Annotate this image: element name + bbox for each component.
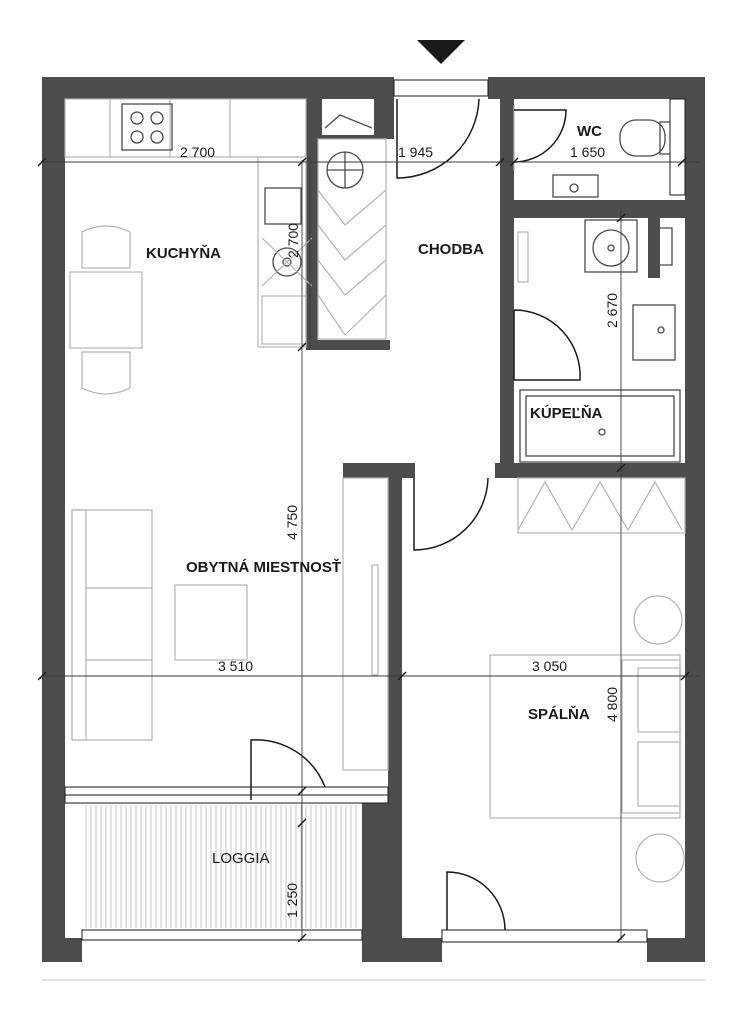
cooktop (121, 103, 173, 151)
outer-wall-bottom-left (42, 938, 82, 962)
bathroom-door (513, 309, 581, 381)
kitchen-counter (64, 98, 307, 158)
chair-top (81, 225, 131, 269)
kitchen-sink (264, 187, 302, 225)
hall-wardrobe (317, 138, 387, 340)
room-label-living: OBYTNÁ MIESTNOSŤ (186, 558, 341, 576)
coffee-table (174, 584, 248, 661)
fridge (261, 295, 307, 345)
toilet (619, 119, 666, 157)
entrance-arrow-icon (417, 40, 465, 64)
sofa (71, 509, 153, 741)
dim-living-depth: 4 750 (284, 505, 300, 540)
dim-bath-depth: 2 670 (604, 293, 620, 328)
double-bed (489, 654, 681, 819)
entrance-door-frame (393, 79, 489, 97)
room-label-kitchen: KUCHYŇA (146, 244, 221, 262)
wall-closet-left (306, 99, 318, 349)
loggia-decking (85, 805, 357, 928)
entrance-door (396, 98, 480, 179)
dim-kitchen-width: 2 700 (180, 144, 215, 160)
tv-unit (342, 477, 389, 771)
doors (250, 98, 581, 931)
outer-wall-right (685, 77, 705, 962)
wall-shaft (648, 218, 660, 278)
kitchen-furniture (64, 98, 313, 395)
wc-window (669, 98, 686, 196)
bedroom-window-frame (441, 929, 648, 943)
room-label-bedroom: SPÁLŇA (528, 705, 590, 723)
dim-bedroom-depth: 4 800 (604, 687, 620, 722)
bathroom-furniture (517, 219, 681, 463)
shaft-opening (322, 99, 374, 135)
dimension-labels: 2 700 1 945 1 650 2 700 2 670 4 750 3 51… (180, 144, 620, 918)
chair-bottom (81, 351, 131, 395)
walls (42, 77, 705, 962)
bedroom-wardrobe (517, 477, 686, 534)
dim-bedroom-width: 3 050 (532, 658, 567, 674)
wc-furniture (513, 105, 671, 198)
wc-basin (552, 174, 599, 198)
room-labels: KUCHYŇA CHODBA WC KÚPEĽŇA OBYTNÁ MIESTNO… (146, 123, 603, 867)
wall-wc-bath (500, 200, 695, 218)
dim-kitchen-depth: 2 700 (285, 223, 301, 258)
wall-bath-bottom (495, 463, 695, 478)
wall-closet-bottom (306, 340, 390, 350)
bedroom-armchair-bottom (635, 833, 685, 883)
wall-hall-right (500, 99, 514, 477)
bedroom-furniture (489, 477, 686, 883)
dim-hall-width: 1 945 (398, 144, 433, 160)
outer-wall-left (42, 77, 65, 962)
dim-loggia-depth: 1 250 (284, 883, 300, 918)
washing-machine (632, 304, 676, 361)
wall-bedroom-left (388, 465, 402, 962)
wall-living-bedroom (343, 463, 415, 478)
loggia-railing (81, 929, 363, 941)
dim-wc-width: 1 650 (570, 144, 605, 160)
outer-wall-top-right (488, 77, 686, 99)
room-label-bathroom: KÚPEĽŇA (530, 404, 603, 422)
shaft-symbol (324, 114, 373, 129)
living-furniture (71, 477, 389, 771)
bath-basin (584, 219, 638, 273)
dining-table (69, 271, 143, 349)
wc-door (513, 109, 567, 163)
room-label-loggia: LOGGIA (212, 850, 270, 867)
bedroom-armchair-top (633, 595, 683, 645)
bathtub (519, 389, 681, 463)
dim-living-width: 3 510 (218, 658, 253, 674)
loggia-door (250, 739, 326, 800)
bedroom-door (413, 477, 489, 551)
room-label-hallway: CHODBA (418, 241, 484, 258)
windows (64, 79, 686, 943)
outer-wall-bottom-right (647, 938, 705, 962)
outer-wall-top-left (42, 77, 394, 99)
room-label-wc: WC (577, 123, 602, 140)
kitchen-side-counter (257, 156, 307, 348)
bedroom-balcony-door (446, 871, 506, 931)
dimension-lines (37, 157, 700, 943)
